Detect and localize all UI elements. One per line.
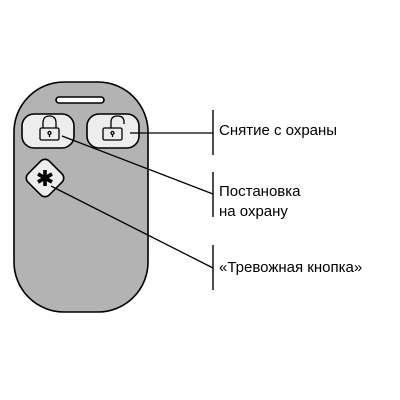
- disarm-button[interactable]: [86, 113, 140, 149]
- arm-button[interactable]: [21, 113, 75, 149]
- arm-label-line-1: Постановка: [219, 183, 301, 200]
- arm-leader-line: [61, 135, 214, 195]
- panic-label: «Тревожная кнопка»: [219, 259, 363, 276]
- locked-padlock-icon: [39, 115, 60, 141]
- panic-leader-line: [50, 185, 214, 269]
- fob-slot: [55, 96, 105, 104]
- arm-label-line-2: на охрану: [219, 203, 288, 220]
- disarm-label: Снятие с охраны: [219, 122, 338, 139]
- asterisk-icon: [37, 170, 53, 186]
- unlocked-padlock-icon: [102, 115, 125, 141]
